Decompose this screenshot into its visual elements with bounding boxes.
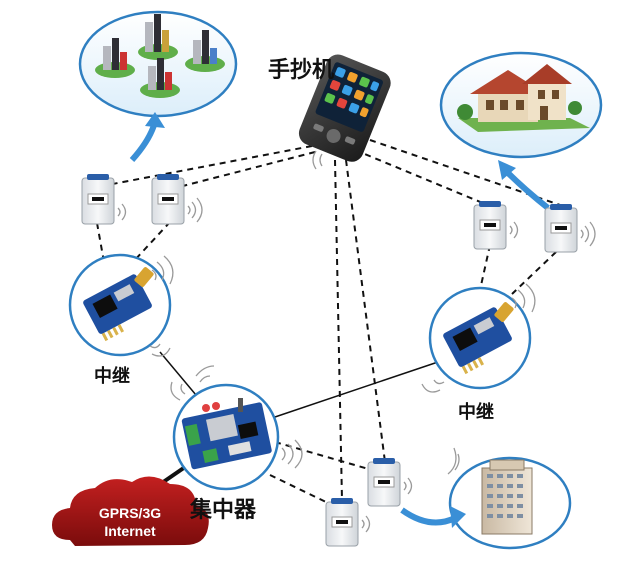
meter-bottom-2 (325, 498, 371, 547)
repeater-left (68, 253, 174, 357)
city-cluster-2 (138, 14, 178, 60)
meter-top-right-2 (544, 204, 596, 253)
link-meter-repeater-right-a (479, 244, 491, 291)
cloud-gprs-internet: GPRS/3G Internet (52, 476, 209, 546)
label-concentrator: 集中器 (190, 498, 257, 523)
label-repeater-right: 中继 (458, 402, 494, 423)
meter-top-left-2 (151, 174, 203, 225)
city-cluster-3 (185, 30, 225, 72)
arrow-meter-to-house (502, 167, 550, 211)
cloud-line-2: Internet (104, 523, 156, 539)
meter-top-right-1 (473, 201, 519, 250)
link-handheld-meter-e (334, 159, 343, 501)
link-meter-repeater-right-b (511, 251, 557, 295)
repeater-right (421, 283, 536, 393)
link-repeater-left-concentrator (159, 351, 197, 396)
link-meter-repeater-left-a (96, 222, 105, 263)
link-handheld-meter-b (174, 151, 316, 189)
link-handheld-meter-a (101, 145, 313, 187)
arrow-meter-to-city (129, 121, 158, 163)
label-repeater-left: 中继 (94, 366, 130, 387)
link-meter-repeater-left-b (132, 221, 171, 263)
link-concentrator-meter-a (269, 474, 329, 504)
handheld-device (298, 54, 391, 162)
city-cluster-4 (140, 58, 180, 98)
city-bubble (78, 10, 238, 118)
link-concentrator-meter-b (274, 441, 373, 471)
link-repeater-right-concentrator (271, 361, 439, 419)
cloud-line-1: GPRS/3G (99, 505, 161, 521)
solid-links (159, 351, 439, 419)
wave-handheld (312, 150, 323, 170)
arrow-meter-to-building (400, 507, 457, 526)
concentrator (170, 365, 303, 491)
apartment-building (447, 447, 572, 550)
meter-bottom-1 (367, 458, 413, 507)
label-handheld: 手抄机 (268, 58, 335, 83)
link-handheld-meter-f (345, 159, 386, 463)
city-cluster-1 (95, 38, 135, 78)
meter-top-left-1 (81, 174, 127, 225)
link-handheld-meter-c (354, 149, 491, 207)
house-bubble (439, 51, 603, 159)
